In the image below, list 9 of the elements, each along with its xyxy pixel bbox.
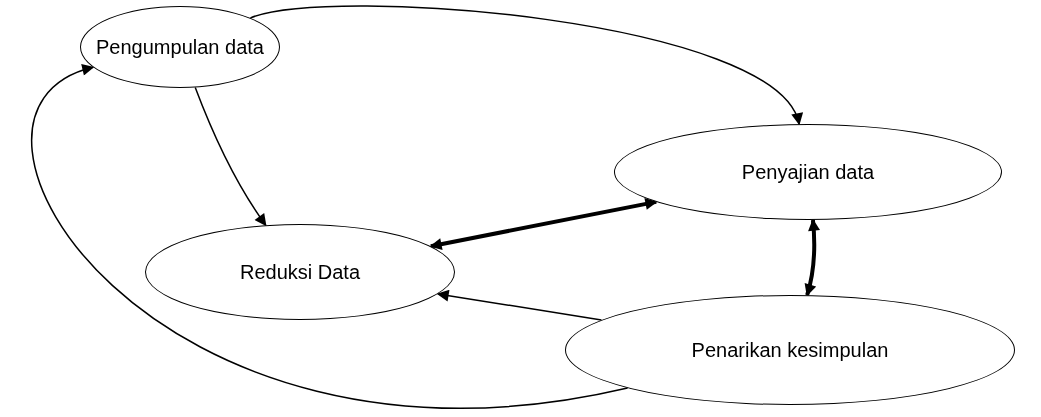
arrow <box>429 198 658 251</box>
arrow <box>436 289 603 321</box>
arrow <box>31 66 629 407</box>
node-label: Penyajian data <box>741 160 875 184</box>
arrow <box>249 5 800 126</box>
node-label: Reduksi Data <box>239 260 361 284</box>
node-label: Penarikan kesimpulan <box>691 338 889 362</box>
node-label: Pengumpulan data <box>96 35 264 59</box>
arrow <box>804 218 820 297</box>
